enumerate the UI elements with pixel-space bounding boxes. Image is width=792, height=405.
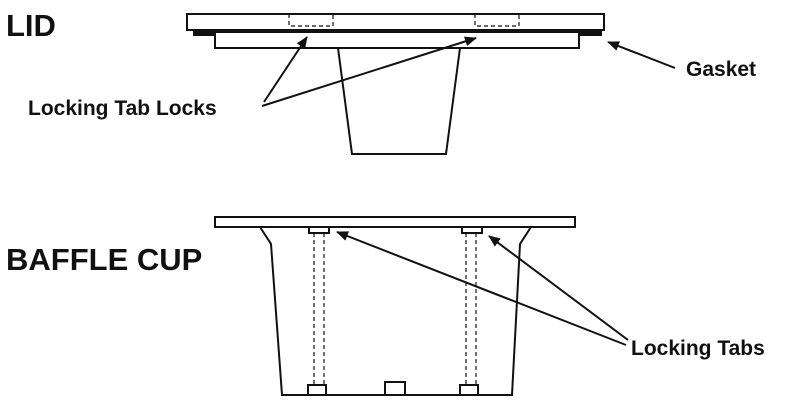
baffle-cup-title: BAFFLE CUP — [6, 242, 202, 277]
gasket-label: Gasket — [686, 58, 756, 81]
baffle-cup-drawing — [214, 216, 576, 396]
arrow-tab-lock-left — [263, 36, 308, 103]
arrow-gasket — [607, 41, 676, 69]
lid-top-plate — [186, 13, 605, 31]
lid-lower-plate — [214, 31, 580, 49]
locking-tab-locks-label: Locking Tab Locks — [28, 97, 217, 120]
gasket-right — [578, 30, 602, 36]
cup-body — [258, 226, 533, 396]
bottom-tab-center — [384, 381, 406, 396]
lid-plug — [336, 47, 462, 155]
cup-rim — [214, 216, 576, 228]
bottom-tab-left — [307, 384, 327, 396]
locking-tab-top-left — [308, 226, 330, 234]
lid-title: LID — [6, 8, 56, 43]
lid-drawing — [186, 13, 605, 155]
arrow-locking-tab-right — [488, 235, 629, 341]
leader-lines — [261, 36, 676, 346]
arrow-tab-lock-right — [261, 36, 477, 107]
locking-tab-top-right — [461, 226, 483, 234]
bottom-tab-right — [459, 384, 479, 396]
arrow-locking-tab-left — [336, 231, 627, 346]
gasket-left — [193, 30, 217, 36]
locking-tabs-label: Locking Tabs — [631, 337, 765, 360]
